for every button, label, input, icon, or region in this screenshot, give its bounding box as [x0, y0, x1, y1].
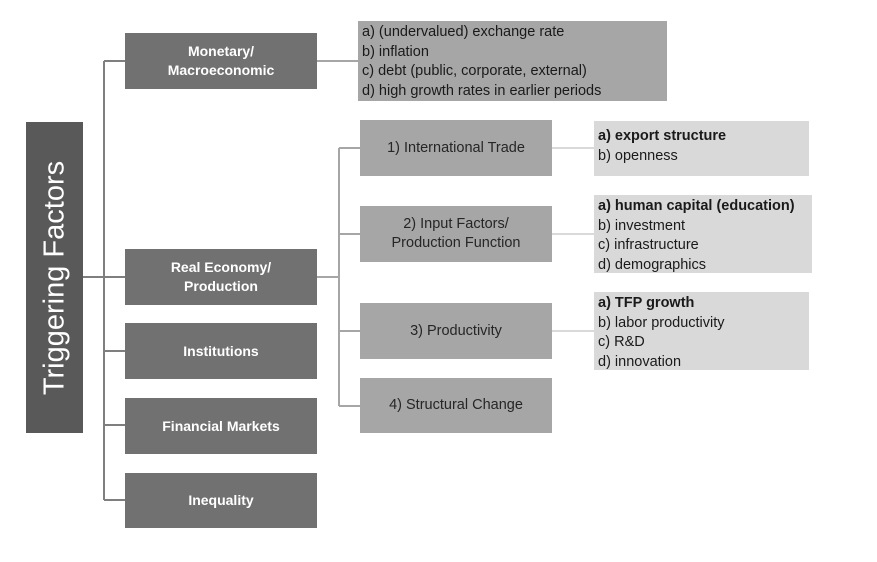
trade-factor-list: a) export structure b) openness — [594, 121, 809, 176]
category-financial-markets: Financial Markets — [125, 398, 317, 454]
sub-productivity: 3) Productivity — [360, 303, 552, 359]
list-item: a) TFP growth — [598, 295, 695, 311]
monetary-factor-list: a) (undervalued) exchange rate b) inflat… — [358, 21, 667, 101]
list-item: a) human capital (education) — [598, 198, 795, 214]
category-monetary: Monetary/ Macroeconomic — [125, 33, 317, 89]
list-item: b) investment — [598, 217, 686, 234]
list-item: d) high growth rates in earlier periods — [362, 82, 602, 99]
list-item: d) demographics — [598, 256, 706, 273]
category-real-economy-label: Real Economy/ Production — [170, 259, 272, 294]
sub-structural-change-label: 4) Structural Change — [389, 397, 523, 413]
sub-input-factors: 2) Input Factors/ Production Function — [360, 206, 552, 262]
list-item: b) labor productivity — [598, 314, 725, 331]
root-node-triggering-factors: Triggering Factors — [26, 122, 83, 433]
sub-international-trade-label: 1) International Trade — [387, 139, 525, 156]
category-institutions: Institutions — [125, 323, 317, 379]
sub-input-factors-label: 2) Input Factors/ Production Function — [391, 216, 521, 251]
list-item: a) (undervalued) exchange rate — [362, 24, 565, 40]
sub-structural-change: 4) Structural Change — [360, 378, 552, 433]
list-item: d) innovation — [598, 353, 682, 370]
input-factor-list: a) human capital (education) b) investme… — [594, 195, 812, 273]
list-item: c) debt (public, corporate, external) — [362, 63, 587, 79]
category-institutions-label: Institutions — [183, 342, 259, 359]
category-inequality: Inequality — [125, 473, 317, 528]
category-inequality-label: Inequality — [188, 492, 254, 508]
list-item: b) openness — [598, 147, 678, 164]
list-item: b) inflation — [362, 43, 429, 60]
category-monetary-label: Monetary/ Macroeconomic — [167, 43, 275, 78]
root-label: Triggering Factors — [38, 160, 70, 395]
sub-productivity-label: 3) Productivity — [410, 322, 502, 339]
category-real-economy: Real Economy/ Production — [125, 249, 317, 305]
category-financial-markets-label: Financial Markets — [162, 417, 280, 434]
sub-international-trade: 1) International Trade — [360, 120, 552, 176]
productivity-factor-list: a) TFP growth b) labor productivity c) R… — [594, 292, 809, 370]
list-item: a) export structure — [598, 128, 727, 144]
list-item: c) R&D — [598, 334, 645, 350]
list-item: c) infrastructure — [598, 237, 699, 253]
